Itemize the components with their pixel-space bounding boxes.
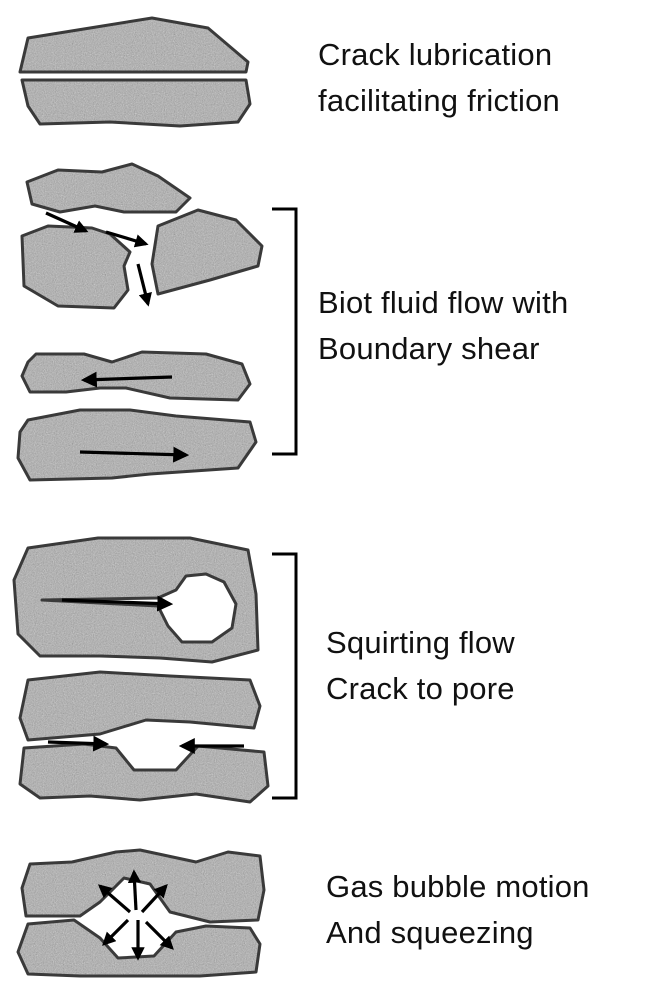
arrow-inflow-left — [47, 735, 110, 752]
grain-2e — [16, 408, 258, 482]
arrow-bubble-sw — [102, 918, 130, 946]
grain-3c — [18, 742, 270, 804]
squirt-flow-arrows — [47, 595, 244, 754]
arrow-bubble-ne — [140, 884, 168, 914]
arrow-bubble-n — [127, 869, 142, 911]
grain-2a — [25, 162, 192, 214]
label-line: Crack lubrication — [318, 37, 553, 72]
arrow-flow-2 — [105, 230, 149, 248]
label-line: And squeezing — [326, 915, 534, 950]
grain-1a — [18, 16, 250, 74]
label-line: Crack to pore — [326, 671, 515, 706]
arrow-bubble-nw — [97, 884, 132, 914]
grain-1b — [20, 78, 252, 128]
grain-2c — [150, 208, 264, 296]
label-crack-lubrication: Crack lubrication facilitating friction — [318, 32, 560, 124]
bracket-squirt — [272, 552, 298, 800]
arrow-shear-right — [79, 446, 190, 463]
label-squirting-flow: Squirting flow Crack to pore — [326, 620, 515, 712]
brackets — [272, 207, 298, 800]
arrow-flow-3 — [136, 263, 152, 307]
label-gas-bubble: Gas bubble motion And squeezing — [326, 864, 590, 956]
arrow-flow-1 — [45, 211, 89, 233]
grain-2d — [20, 350, 252, 402]
label-line: Gas bubble motion — [326, 869, 590, 904]
grain-3b — [18, 670, 262, 742]
rock-grains — [12, 16, 270, 978]
label-line: Biot fluid flow with — [318, 285, 569, 320]
grain-4b — [16, 918, 262, 978]
arrow-shear-left — [80, 371, 173, 388]
label-line: facilitating friction — [318, 83, 560, 118]
grain-3a — [12, 536, 260, 664]
label-line: Squirting flow — [326, 625, 515, 660]
label-biot-flow: Biot fluid flow with Boundary shear — [318, 280, 568, 372]
bubble-arrows — [97, 869, 174, 961]
arrow-crack-to-pore — [61, 595, 174, 612]
arrow-bubble-se — [144, 920, 174, 950]
grain-2b — [20, 224, 132, 310]
biot-flow-arrows — [45, 211, 190, 463]
grain-4a — [20, 848, 266, 924]
bracket-biot — [272, 207, 298, 456]
label-line: Boundary shear — [318, 331, 540, 366]
